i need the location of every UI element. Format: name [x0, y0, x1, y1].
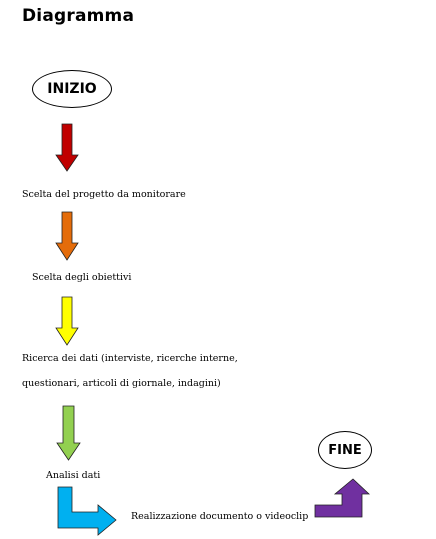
- down-arrow-1: [55, 123, 79, 172]
- step-3-label-line-2: questionari, articoli di giornale, indag…: [22, 378, 221, 389]
- step-3-label-line-1: Ricerca dei dati (interviste, ricerche i…: [22, 353, 238, 364]
- diagram-title: Diagramma: [22, 6, 135, 26]
- step-5-label: Realizzazione documento o videoclip: [131, 511, 309, 522]
- start-label: INIZIO: [47, 81, 97, 97]
- step-4-label: Analisi dati: [46, 470, 101, 481]
- step-1-label: Scelta del progetto da monitorare: [22, 189, 186, 200]
- end-node: FINE: [318, 431, 372, 469]
- step-2-label: Scelta degli obiettivi: [32, 272, 132, 283]
- start-node: INIZIO: [32, 70, 112, 108]
- bent-up-arrow: [314, 478, 371, 518]
- down-arrow-4: [56, 405, 81, 461]
- end-label: FINE: [328, 442, 362, 458]
- down-arrow-2: [55, 211, 79, 261]
- down-arrow-3: [55, 296, 79, 346]
- bent-right-arrow: [57, 486, 117, 536]
